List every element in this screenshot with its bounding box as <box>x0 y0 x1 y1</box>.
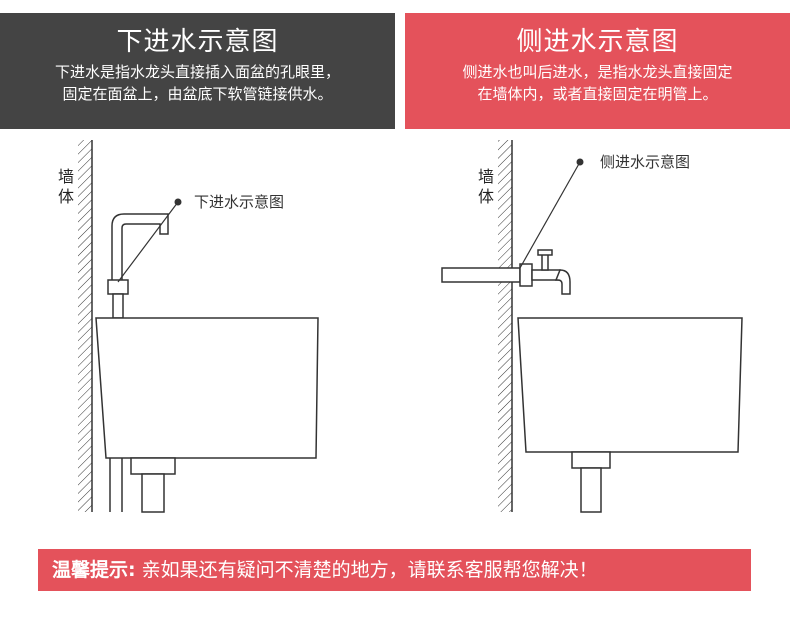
exposed-pipe <box>441 267 521 283</box>
warm-tip-text: 亲如果还有疑问不清楚的地方，请联系客服帮您解决！ <box>135 559 598 581</box>
installation-diagrams: 墙 体 <box>58 140 743 513</box>
side-inlet-faucet <box>519 249 571 295</box>
left-wall <box>78 140 93 512</box>
right-basin <box>517 317 743 453</box>
bottom-inlet-title: 下进水示意图 <box>116 27 279 57</box>
left-callout: 下进水示意图 <box>117 193 284 283</box>
side-inlet-desc-line1: 侧进水也叫后进水，是指水龙头直接固定 <box>462 63 733 81</box>
left-callout-label: 下进水示意图 <box>194 193 284 211</box>
side-inlet-info-panel: 侧进水示意图 侧进水也叫后进水，是指水龙头直接固定 在墙体内，或者直接固定在明管… <box>405 13 790 129</box>
right-wall <box>498 140 513 512</box>
right-callout-label: 侧进水示意图 <box>600 153 690 171</box>
right-wall-label-1: 墙 <box>478 167 494 186</box>
left-drain <box>130 457 176 513</box>
right-drain <box>571 451 611 513</box>
left-wall-label-2: 体 <box>58 187 74 206</box>
side-inlet-desc-line2: 在墙体内，或者直接固定在明管上。 <box>477 85 718 103</box>
side-inlet-diagram: 墙 体 <box>441 140 743 513</box>
left-basin <box>95 317 319 459</box>
right-wall-label-2: 体 <box>478 187 494 206</box>
bottom-inlet-info-panel: 下进水示意图 下进水是指水龙头直接插入面盆的孔眼里， 固定在面盆上，由盆底下软管… <box>0 13 395 129</box>
warm-tip-label: 温馨提示: <box>52 559 136 581</box>
warm-tip-bar: 温馨提示: 亲如果还有疑问不清楚的地方，请联系客服帮您解决！ <box>38 549 751 591</box>
bottom-inlet-desc-line1: 下进水是指水龙头直接插入面盆的孔眼里， <box>54 63 340 81</box>
left-wall-label-1: 墙 <box>58 167 74 186</box>
bottom-inlet-desc-line2: 固定在面盆上，由盆底下软管链接供水。 <box>62 85 333 103</box>
left-supply-hoses <box>109 458 123 512</box>
bottom-inlet-diagram: 墙 体 <box>58 140 319 513</box>
bottom-inlet-faucet <box>107 213 169 319</box>
right-callout: 侧进水示意图 <box>519 153 690 269</box>
side-inlet-title: 侧进水示意图 <box>516 27 679 57</box>
